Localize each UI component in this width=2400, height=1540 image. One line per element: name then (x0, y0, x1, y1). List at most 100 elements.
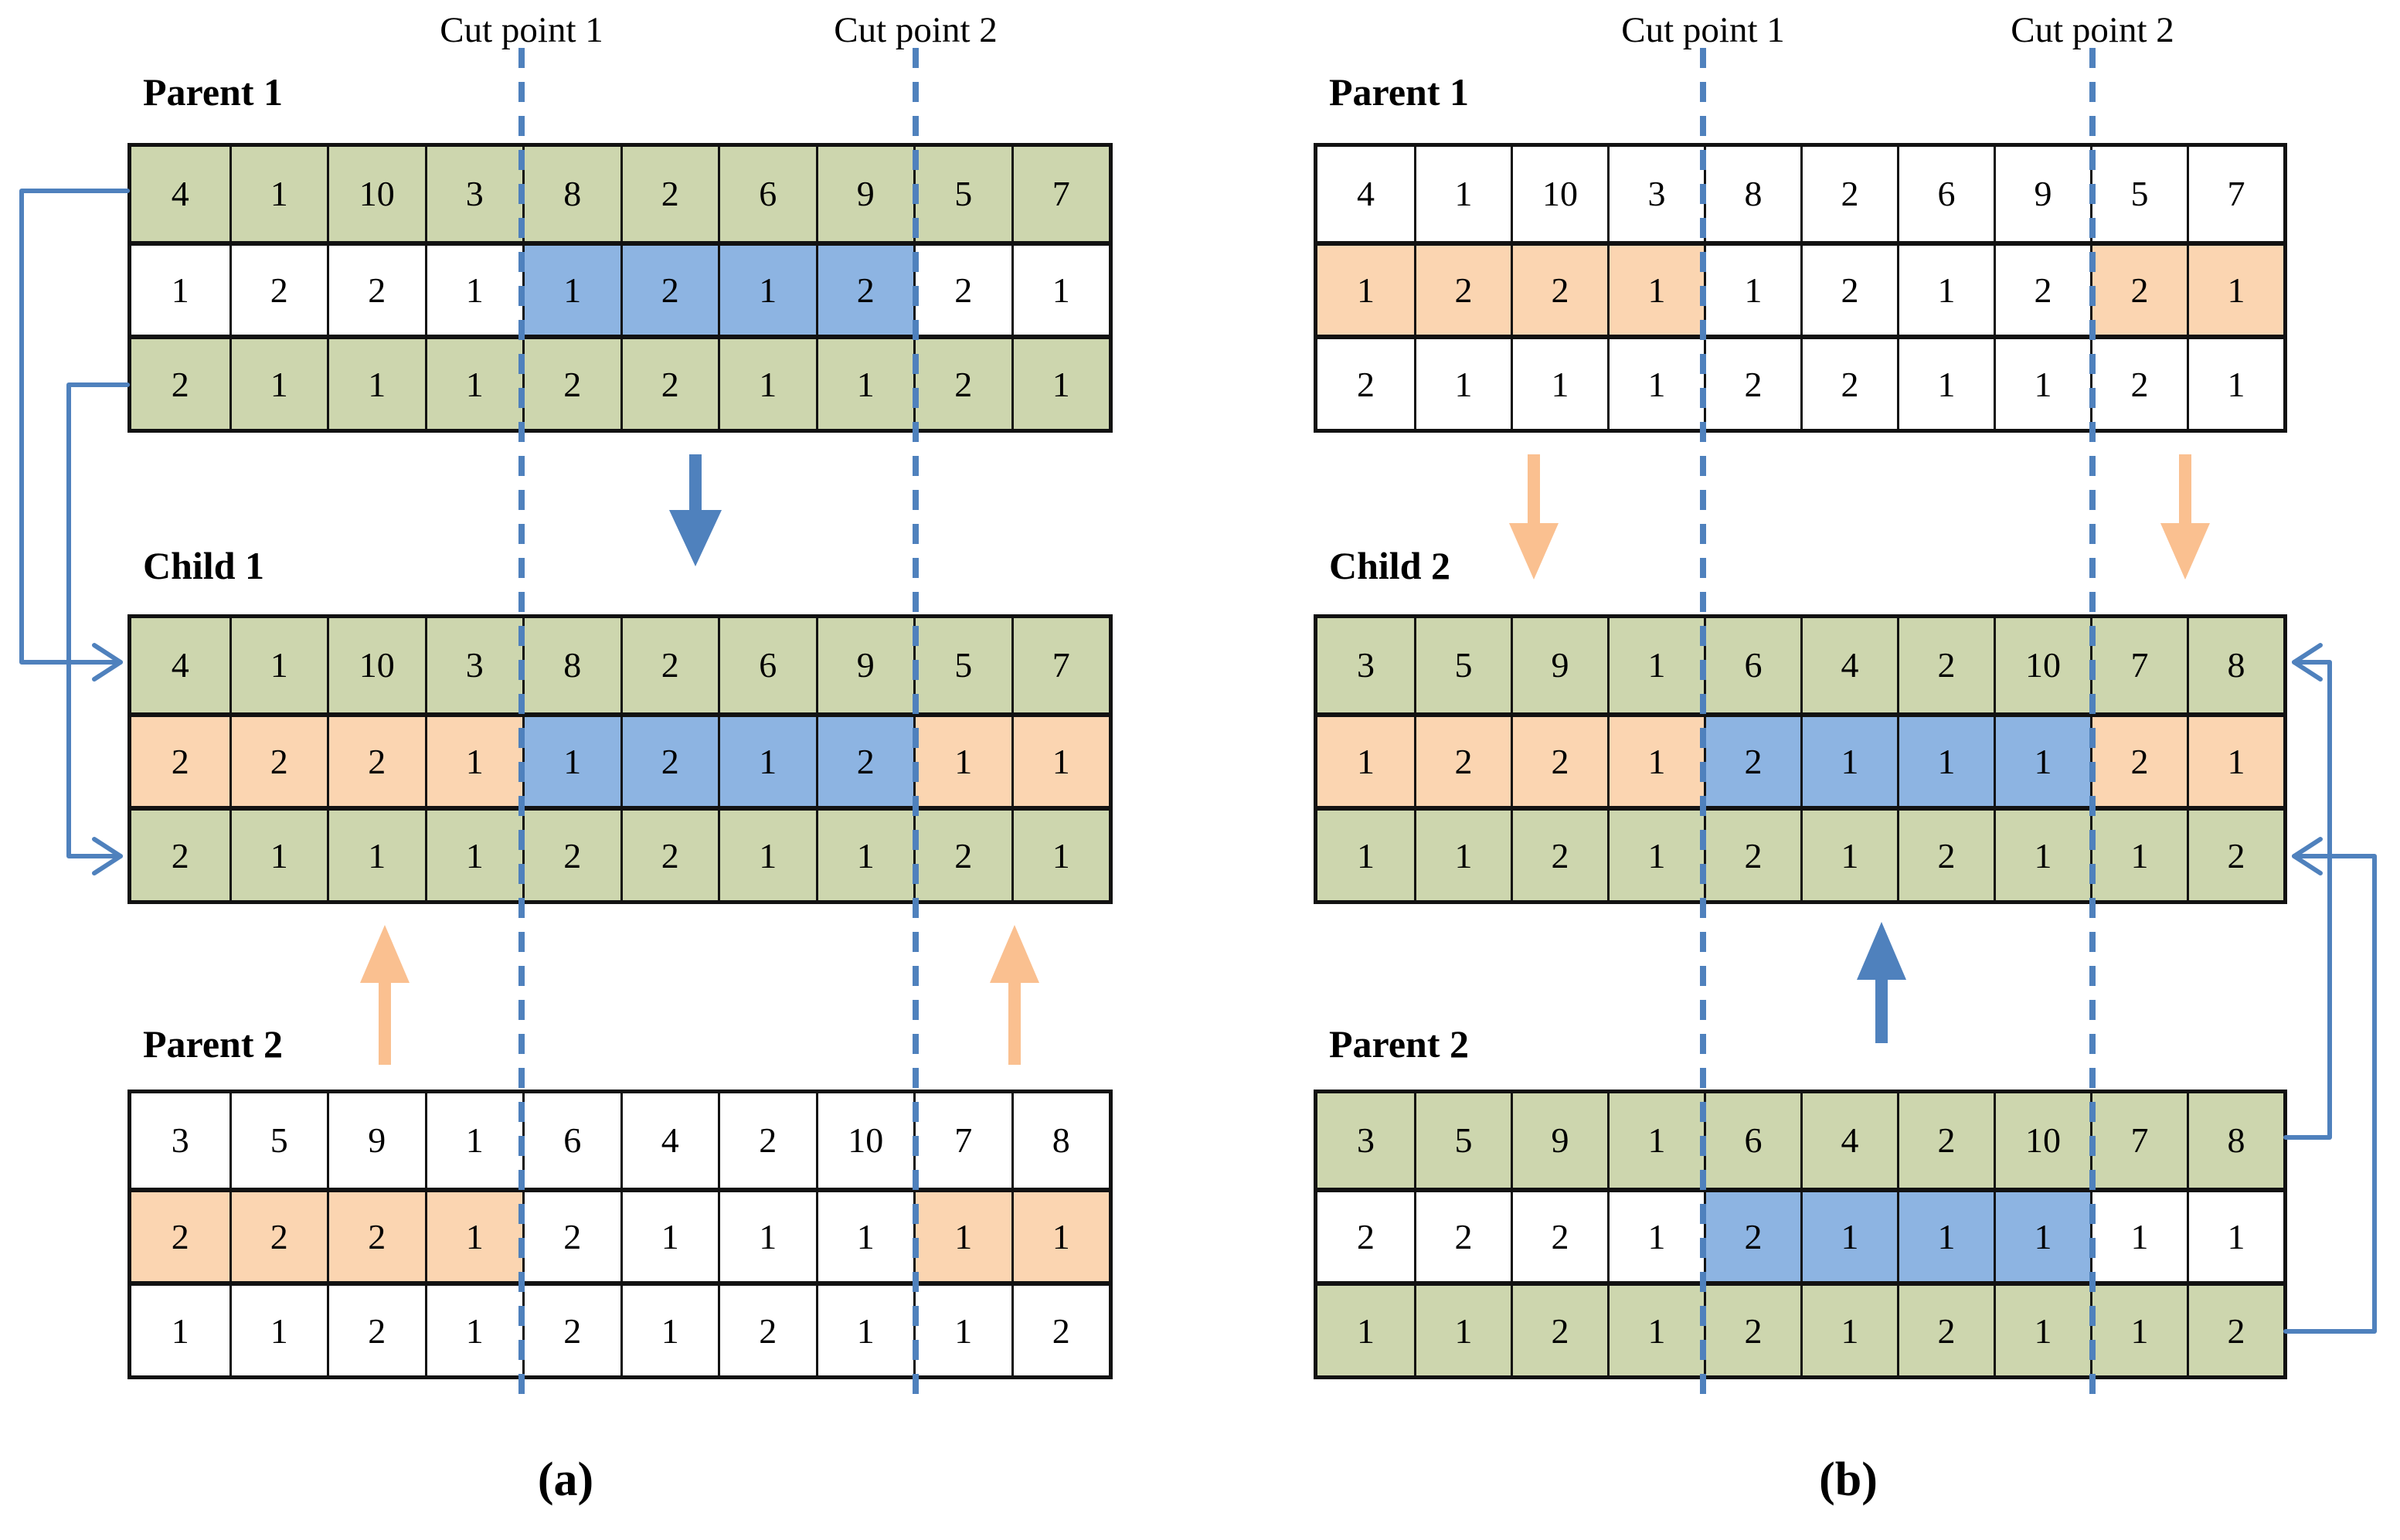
cut-line-2-a (913, 48, 919, 1405)
cell-r3c6: 2 (1800, 335, 1897, 429)
cell-r1c8: 10 (1994, 1093, 2090, 1188)
cell-r2c9: 2 (2090, 712, 2187, 807)
cell-r3c3: 2 (1511, 1281, 1607, 1375)
cell-r3c4: 1 (424, 806, 522, 900)
parent1-label-a: Parent 1 (143, 70, 283, 114)
cell-r2c2: 2 (229, 1187, 327, 1282)
cell-r1c5: 6 (522, 1093, 620, 1188)
cell-r3c5: 2 (1704, 1281, 1800, 1375)
cell-r3c1: 1 (1317, 1281, 1414, 1375)
cell-r3c4: 1 (424, 1281, 522, 1375)
cell-r3c1: 2 (131, 335, 229, 429)
cell-r1c7: 6 (718, 618, 816, 712)
cell-r1c4: 1 (1607, 618, 1704, 712)
cell-r3c3: 2 (1511, 806, 1607, 900)
parent2-label-b: Parent 2 (1329, 1022, 1469, 1066)
cell-r3c6: 1 (1800, 806, 1897, 900)
cell-r1c8: 9 (815, 618, 913, 712)
cell-r3c6: 1 (620, 1281, 718, 1375)
cell-r2c8: 2 (1994, 240, 2090, 335)
cell-r1c7: 6 (1897, 147, 1994, 241)
cell-r2c5: 2 (1704, 1187, 1800, 1282)
cell-r2c5: 1 (522, 712, 620, 807)
cell-r2c3: 2 (327, 240, 425, 335)
cell-r1c7: 2 (1897, 618, 1994, 712)
cell-r3c8: 1 (1994, 806, 2090, 900)
cell-r2c9: 2 (913, 240, 1011, 335)
cut-point-2-label-b: Cut point 2 (2011, 10, 2174, 50)
cell-r1c5: 6 (1704, 618, 1800, 712)
cell-r2c5: 1 (522, 240, 620, 335)
cell-r3c9: 2 (913, 806, 1011, 900)
cell-r1c6: 4 (620, 1093, 718, 1188)
cell-r3c2: 1 (1414, 335, 1511, 429)
cell-r3c2: 1 (1414, 806, 1511, 900)
cell-r2c4: 1 (1607, 240, 1704, 335)
cell-r1c4: 3 (424, 618, 522, 712)
bracket-parent2-row1-to-child2-row1-b (2283, 643, 2332, 1140)
cell-r2c5: 2 (1704, 712, 1800, 807)
orange-up-arrow-left-a (360, 925, 410, 1065)
cell-r2c3: 2 (1511, 240, 1607, 335)
parent2-label-a: Parent 2 (143, 1022, 283, 1066)
cell-r2c5: 2 (522, 1187, 620, 1282)
cell-r1c6: 2 (620, 618, 718, 712)
cell-r2c6: 2 (1800, 240, 1897, 335)
cell-r3c1: 2 (1317, 335, 1414, 429)
cell-r3c3: 2 (327, 1281, 425, 1375)
cell-r3c4: 1 (424, 335, 522, 429)
cell-r3c2: 1 (1414, 1281, 1511, 1375)
cell-r2c1: 1 (131, 240, 229, 335)
cell-r3c9: 1 (2090, 806, 2187, 900)
bracket-parent1-row1-to-child1-row1-a (19, 189, 130, 682)
cell-r3c7: 1 (718, 335, 816, 429)
caption-b: (b) (1819, 1453, 1878, 1506)
cell-r3c10: 2 (2187, 806, 2283, 900)
cell-r1c1: 3 (131, 1093, 229, 1188)
cell-r2c3: 2 (327, 1187, 425, 1282)
cell-r1c3: 10 (327, 147, 425, 241)
cell-r2c7: 1 (1897, 1187, 1994, 1282)
cell-r2c7: 1 (718, 240, 816, 335)
cell-r3c4: 1 (1607, 806, 1704, 900)
cell-r2c1: 1 (1317, 712, 1414, 807)
cell-r1c3: 10 (327, 618, 425, 712)
cell-r1c6: 2 (1800, 147, 1897, 241)
cell-r3c6: 2 (620, 806, 718, 900)
cell-r3c4: 1 (1607, 1281, 1704, 1375)
cell-r2c3: 2 (1511, 712, 1607, 807)
cell-r2c6: 2 (620, 240, 718, 335)
cell-r1c8: 9 (815, 147, 913, 241)
cell-r2c1: 2 (131, 712, 229, 807)
orange-down-arrow-left-b (1509, 454, 1559, 580)
cell-r2c7: 1 (718, 712, 816, 807)
cell-r3c6: 2 (620, 335, 718, 429)
cell-r2c4: 1 (424, 240, 522, 335)
cell-r1c10: 7 (1011, 618, 1109, 712)
cell-r1c7: 2 (1897, 1093, 1994, 1188)
cell-r2c7: 1 (1897, 240, 1994, 335)
cell-r3c5: 2 (1704, 806, 1800, 900)
cell-r3c5: 2 (522, 335, 620, 429)
cell-r2c1: 2 (131, 1187, 229, 1282)
orange-up-arrow-right-a (990, 925, 1039, 1065)
cell-r3c9: 2 (2090, 335, 2187, 429)
bracket-parent1-row3-to-child1-row3-a (66, 382, 130, 875)
cell-r1c2: 1 (229, 618, 327, 712)
cell-r1c4: 3 (1607, 147, 1704, 241)
cell-r3c5: 2 (522, 806, 620, 900)
cell-r1c1: 4 (131, 618, 229, 712)
cell-r1c2: 1 (1414, 147, 1511, 241)
cell-r2c1: 1 (1317, 240, 1414, 335)
cell-r3c9: 1 (913, 1281, 1011, 1375)
cell-r3c10: 1 (1011, 335, 1109, 429)
cell-r2c9: 1 (2090, 1187, 2187, 1282)
cell-r3c7: 1 (1897, 335, 1994, 429)
cell-r1c2: 5 (1414, 1093, 1511, 1188)
cell-r3c3: 1 (1511, 335, 1607, 429)
cell-r2c3: 2 (327, 712, 425, 807)
cell-r2c6: 2 (620, 712, 718, 807)
